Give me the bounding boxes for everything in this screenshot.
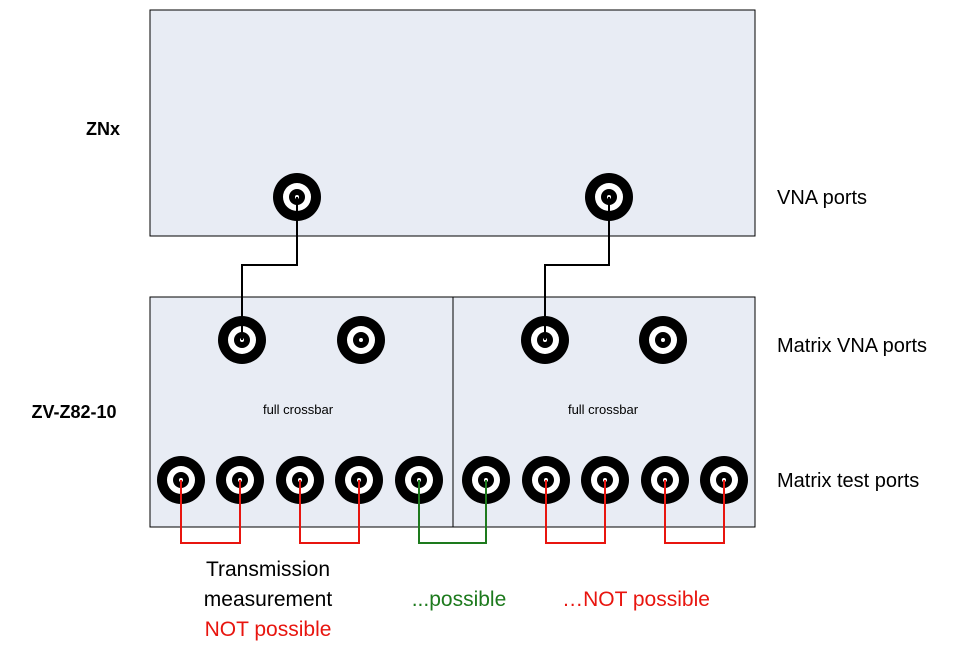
matrix-vna-port-connector (337, 316, 385, 364)
jumper-not-possible (664, 480, 725, 544)
crossbar-label-left: full crossbar (263, 402, 334, 417)
possible-note: ...possible (412, 588, 507, 611)
matrix-label: ZV-Z82-10 (31, 402, 116, 422)
jumper-not-possible (180, 480, 241, 544)
transmission-note-line3: NOT possible (205, 618, 332, 641)
jumper-not-possible (545, 480, 606, 544)
znx-instrument-box (149, 9, 756, 237)
crossbar-label-right: full crossbar (568, 402, 639, 417)
matrix-vna-port-connector (218, 316, 266, 364)
transmission-note-line2: measurement (204, 588, 333, 611)
vna-ports-label: VNA ports (777, 187, 867, 209)
jumper-possible (418, 480, 487, 544)
instrument-label: ZNx (86, 119, 120, 139)
jumper-not-possible (299, 480, 360, 544)
cable-vna2-to-matrix (544, 197, 610, 340)
not-possible-note: …NOT possible (562, 588, 710, 611)
cable-vna1-to-matrix (241, 197, 298, 340)
matrix-test-ports-label: Matrix test ports (777, 470, 919, 492)
matrix-vna-ports-label: Matrix VNA ports (777, 335, 927, 357)
transmission-note-line1: Transmission (206, 558, 330, 581)
matrix-vna-port-connector (639, 316, 687, 364)
